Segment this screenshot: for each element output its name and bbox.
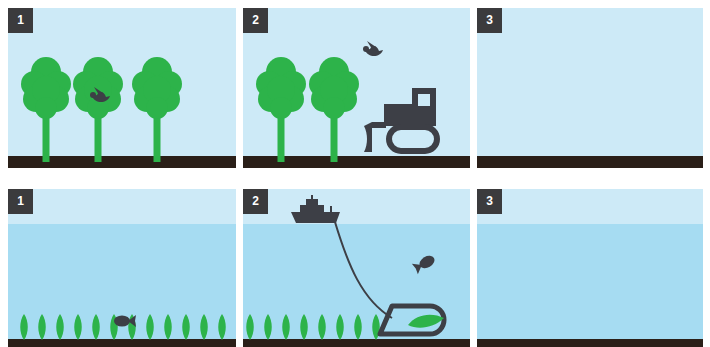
ground bbox=[243, 156, 470, 168]
sky bbox=[243, 189, 470, 347]
water bbox=[8, 224, 236, 347]
bulldozer bbox=[364, 88, 437, 152]
fishing-boat bbox=[291, 195, 340, 223]
callout-number: 1 bbox=[8, 189, 33, 214]
seagrass bbox=[246, 314, 380, 340]
trawl-line bbox=[335, 222, 392, 318]
callout-number: 3 bbox=[477, 189, 502, 214]
callout-number: 2 bbox=[243, 189, 268, 214]
bird bbox=[363, 41, 383, 56]
bird bbox=[90, 87, 110, 102]
water bbox=[477, 224, 703, 347]
callout-number: 1 bbox=[8, 8, 33, 33]
fish bbox=[412, 253, 437, 274]
callout-number: 3 bbox=[477, 8, 502, 33]
callout-number: 2 bbox=[243, 8, 268, 33]
tree bbox=[73, 57, 123, 162]
seabed bbox=[243, 339, 470, 347]
seagrass bbox=[20, 314, 226, 340]
seabed bbox=[8, 339, 236, 347]
ground bbox=[477, 156, 703, 168]
tree bbox=[309, 57, 359, 162]
ground bbox=[8, 156, 236, 168]
seabed bbox=[477, 339, 703, 347]
tree bbox=[256, 57, 306, 162]
sky bbox=[477, 189, 703, 347]
tree bbox=[21, 57, 71, 162]
sky bbox=[8, 8, 236, 168]
sky bbox=[8, 189, 236, 347]
sky bbox=[243, 8, 470, 168]
sky bbox=[477, 8, 703, 168]
water bbox=[243, 224, 470, 347]
trawl-net bbox=[380, 306, 444, 334]
fish bbox=[114, 315, 136, 327]
tree bbox=[132, 57, 182, 162]
